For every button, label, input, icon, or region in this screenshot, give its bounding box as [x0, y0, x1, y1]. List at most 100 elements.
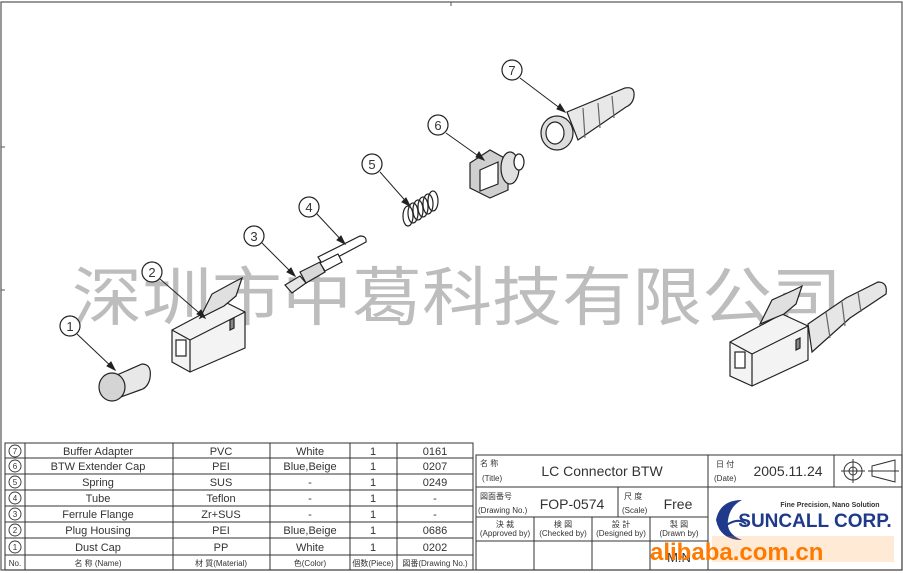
svg-text:White: White: [296, 542, 324, 554]
svg-text:-: -: [308, 493, 312, 505]
title-block: [475, 454, 903, 571]
svg-text:0202: 0202: [423, 542, 447, 554]
svg-text:Fine Precision, Nano Solution: Fine Precision, Nano Solution: [780, 502, 879, 509]
drawing-date: 2005.11.24: [753, 463, 822, 479]
svg-text:2: 2: [148, 265, 155, 280]
svg-text:Zr+SUS: Zr+SUS: [201, 509, 240, 521]
svg-text:(Date): (Date): [714, 474, 737, 483]
svg-text:1: 1: [66, 319, 73, 334]
svg-text:Plug Housing: Plug Housing: [65, 525, 130, 537]
svg-text:alibaba.com.cn: alibaba.com.cn: [650, 539, 823, 566]
svg-text:0207: 0207: [423, 461, 447, 473]
svg-text:PP: PP: [214, 542, 229, 554]
svg-text:1: 1: [370, 509, 376, 521]
svg-text:決 裁: 決 裁: [496, 519, 514, 529]
svg-text:-: -: [433, 509, 437, 521]
part-6-extender-cap: [469, 149, 525, 199]
callout-4: 4: [298, 196, 320, 218]
callout-6: 6: [427, 114, 449, 136]
svg-text:Teflon: Teflon: [206, 493, 235, 505]
drawn-by-initials: M.N: [667, 550, 691, 565]
svg-text:(Designed by): (Designed by): [596, 529, 646, 538]
svg-text:-: -: [308, 477, 312, 489]
svg-text:1: 1: [370, 461, 376, 473]
svg-text:(Drawing No.): (Drawing No.): [478, 506, 528, 515]
parts-row-numbers: [8, 444, 22, 554]
svg-text:Tube: Tube: [86, 493, 111, 505]
callout-3: 3: [243, 225, 265, 247]
callout-1: 1: [59, 315, 81, 337]
parts-rows: 7 Buffer Adapter PVC White 1 0161 6 BTW …: [13, 446, 447, 554]
svg-text:PVC: PVC: [210, 446, 233, 458]
part-3-ferrule-flange: [284, 253, 343, 294]
svg-text:4: 4: [13, 494, 18, 503]
svg-text:名 称 (Name): 名 称 (Name): [74, 558, 121, 568]
svg-text:Blue,Beige: Blue,Beige: [283, 525, 336, 537]
svg-text:(Drawn by): (Drawn by): [659, 529, 698, 538]
svg-text:PEI: PEI: [212, 461, 230, 473]
svg-text:Spring: Spring: [82, 477, 114, 489]
svg-text:設 計: 設 計: [612, 519, 630, 529]
svg-text:(Title): (Title): [482, 474, 502, 483]
svg-text:図面番号: 図面番号: [480, 491, 512, 501]
svg-text:1: 1: [370, 493, 376, 505]
svg-text:(Approved by): (Approved by): [480, 529, 531, 538]
svg-text:6: 6: [434, 118, 441, 133]
title-block-text: 名 称 (Title) LC Connector BTW 日 付 (Date) …: [478, 458, 823, 565]
part-5-spring: [402, 190, 439, 227]
svg-text:名 称: 名 称: [480, 458, 498, 468]
svg-text:3: 3: [250, 229, 257, 244]
svg-text:材 質(Material): 材 質(Material): [195, 558, 247, 568]
svg-text:White: White: [296, 446, 324, 458]
svg-text:図番(Drawing No.): 図番(Drawing No.): [402, 558, 468, 568]
svg-text:Ferrule Flange: Ferrule Flange: [62, 509, 134, 521]
callout-7: 7: [501, 59, 523, 81]
parts-list-table: [4, 442, 474, 571]
svg-text:1: 1: [370, 542, 376, 554]
svg-text:-: -: [308, 509, 312, 521]
parts-list-header: No. 名 称 (Name) 材 質(Material) 色(Color) 個数…: [9, 558, 468, 568]
svg-text:No.: No.: [9, 559, 21, 568]
svg-text:0686: 0686: [423, 525, 447, 537]
svg-text:検 図: 検 図: [554, 519, 572, 529]
part-7-buffer-adapter: [540, 87, 635, 151]
svg-text:7: 7: [508, 63, 515, 78]
svg-text:1: 1: [370, 477, 376, 489]
svg-text:1: 1: [370, 446, 376, 458]
company-name: SUNCALL CORP.: [738, 511, 891, 532]
projection-symbol-icon: [841, 459, 899, 483]
svg-text:0161: 0161: [423, 446, 447, 458]
svg-text:尺 度: 尺 度: [624, 491, 642, 501]
svg-text:Blue,Beige: Blue,Beige: [283, 461, 336, 473]
svg-text:3: 3: [13, 510, 18, 519]
svg-text:日 付: 日 付: [716, 459, 734, 469]
svg-text:2: 2: [13, 526, 18, 535]
svg-text:7: 7: [13, 447, 18, 456]
assembled-connector: [729, 281, 887, 387]
drawing-scale: Free: [664, 496, 693, 512]
svg-text:SUS: SUS: [210, 477, 233, 489]
part-2-plug-housing: [171, 276, 246, 373]
svg-text:0249: 0249: [423, 477, 447, 489]
alibaba-watermark: alibaba.com.cn: [650, 536, 894, 566]
svg-text:色(Color): 色(Color): [294, 558, 327, 568]
svg-text:5: 5: [13, 478, 18, 487]
part-1-dust-cap: [98, 363, 151, 402]
svg-text:製 図: 製 図: [670, 519, 688, 529]
svg-text:Dust Cap: Dust Cap: [75, 542, 121, 554]
svg-text:4: 4: [305, 200, 312, 215]
svg-text:-: -: [433, 493, 437, 505]
row-name: Buffer Adapter: [63, 446, 133, 458]
svg-text:個数(Piece): 個数(Piece): [352, 558, 394, 568]
callout-2: 2: [141, 261, 163, 283]
svg-text:(Scale): (Scale): [622, 506, 648, 515]
svg-text:1: 1: [370, 525, 376, 537]
callout-5: 5: [361, 153, 383, 175]
svg-text:(Checked by): (Checked by): [539, 529, 587, 538]
leader-lines: [76, 77, 567, 372]
svg-text:1: 1: [13, 543, 18, 552]
drawing-title: LC Connector BTW: [541, 463, 663, 479]
svg-text:5: 5: [368, 157, 375, 172]
svg-text:PEI: PEI: [212, 525, 230, 537]
